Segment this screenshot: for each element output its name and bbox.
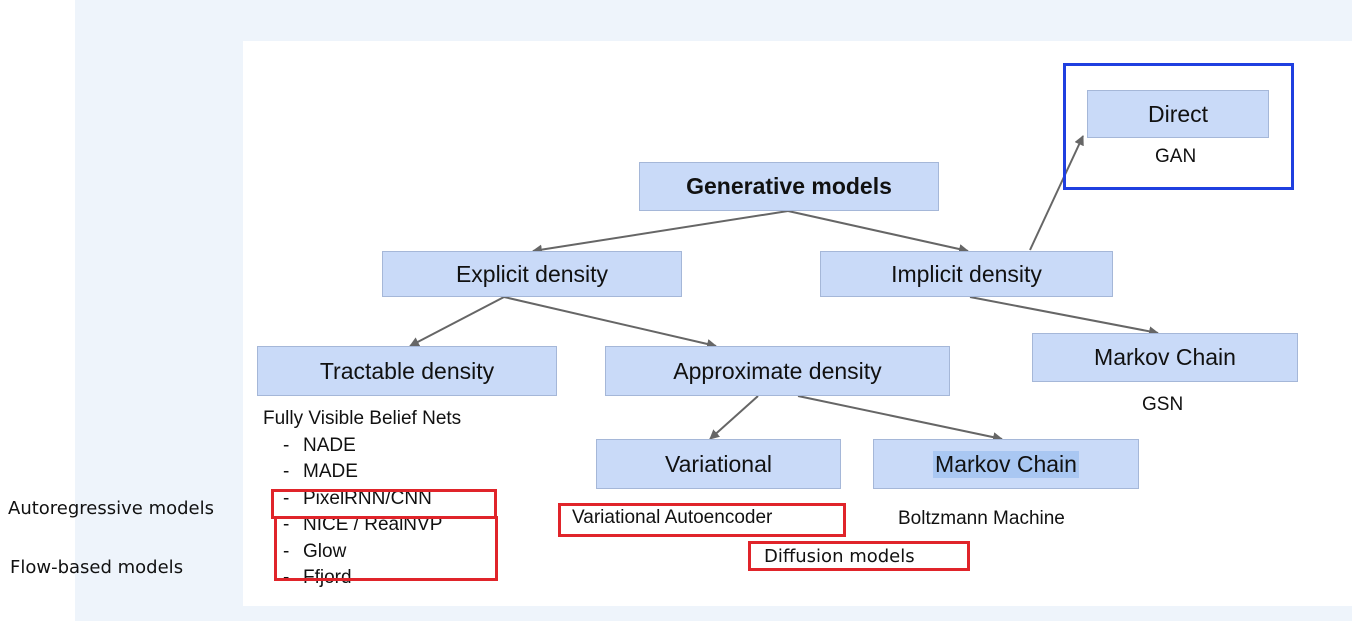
edge-root-implicit (787, 210, 969, 254)
dash-bullet: - (283, 514, 290, 535)
label-gan: GAN (1155, 146, 1197, 167)
list-item-text: Glow (303, 540, 347, 562)
label-gsn: GSN (1142, 394, 1184, 415)
list-item: -PixelRNN/CNN (263, 486, 461, 513)
list-item: -Glow (263, 539, 461, 566)
list-item-text: PixelRNN/CNN (303, 487, 432, 509)
node-tractable-density: Tractable density (257, 346, 557, 396)
list-item: -NADE (263, 433, 461, 460)
list-item: -MADE (263, 459, 461, 486)
label-diffusion-models: Diffusion models (764, 546, 915, 567)
side-label-autoregressive: Autoregressive models (8, 498, 215, 519)
edge-approximate-markov (797, 395, 1003, 443)
side-label-flow-based: Flow-based models (10, 557, 184, 578)
markov-chain-text-highlight: Markov Chain (933, 450, 1079, 478)
label-boltzmann-machine: Boltzmann Machine (898, 508, 1065, 529)
fvbn-list: Fully Visible Belief Nets -NADE -MADE -P… (263, 406, 461, 592)
dash-bullet: - (283, 567, 290, 588)
node-markov-chain-explicit: Markov Chain (873, 439, 1139, 489)
highlight-vae-box (558, 503, 846, 537)
node-implicit-density: Implicit density (820, 251, 1113, 297)
edge-explicit-tractable (409, 296, 505, 347)
edge-root-explicit (532, 210, 789, 255)
node-variational: Variational (596, 439, 841, 489)
list-item-text: NADE (303, 434, 356, 456)
edge-approximate-variational (709, 395, 759, 440)
highlight-gan-box (1063, 63, 1294, 190)
highlight-autoregressive-box (271, 489, 497, 519)
dash-bullet: - (283, 434, 290, 456)
highlight-flow-based-box (274, 516, 498, 581)
edge-implicit-direct (1029, 135, 1084, 251)
dash-bullet: - (283, 487, 290, 509)
fvbn-heading: Fully Visible Belief Nets (263, 408, 462, 429)
list-item: -NICE / RealNVP (263, 512, 461, 539)
edge-implicit-markov (969, 296, 1159, 337)
edge-explicit-approximate (503, 296, 717, 349)
dash-bullet: - (283, 540, 290, 562)
node-explicit-density: Explicit density (382, 251, 682, 297)
dash-bullet: - (283, 461, 290, 482)
node-generative-models: Generative models (639, 162, 939, 211)
list-item: -Ffjord (263, 565, 461, 592)
node-markov-chain-implicit: Markov Chain (1032, 333, 1298, 382)
node-approximate-density: Approximate density (605, 346, 950, 396)
node-direct: Direct (1087, 90, 1269, 138)
list-item-text: NICE / RealNVP (303, 514, 443, 535)
highlight-diffusion-box (748, 541, 970, 571)
list-item-text: Ffjord (303, 567, 352, 588)
label-variational-autoencoder: Variational Autoencoder (572, 507, 773, 528)
list-item-text: MADE (303, 461, 358, 482)
